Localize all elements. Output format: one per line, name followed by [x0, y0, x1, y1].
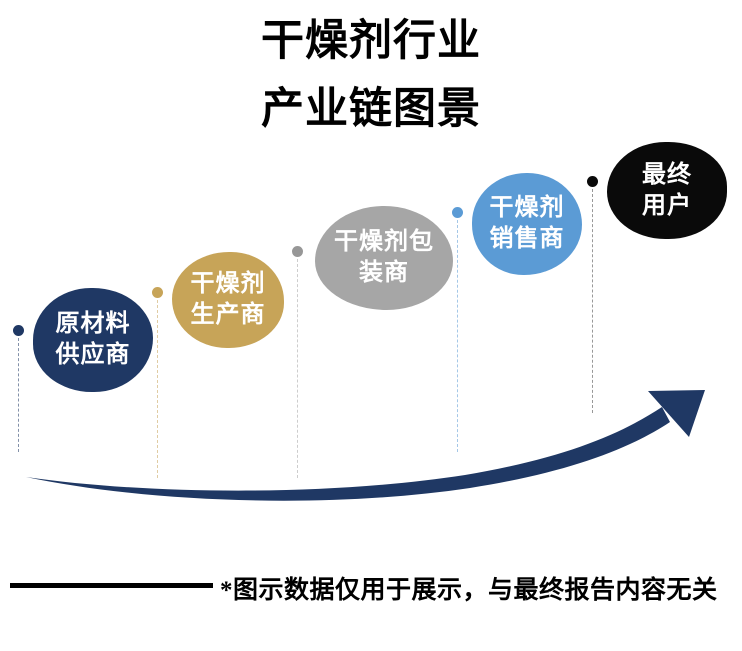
- stem-line-desiccant-packager: [297, 259, 298, 478]
- bubble-label-line: 最终: [642, 161, 692, 188]
- growth-arrow-swoosh: [26, 407, 670, 501]
- bubble-label-line: 生产商: [190, 302, 266, 328]
- marker-dot-end-user: [587, 176, 598, 187]
- bubble-label-line: 供应商: [55, 342, 131, 368]
- chain-bubble-end-user: 最终 用户: [607, 142, 727, 239]
- bubble-label-line: 装商: [359, 260, 409, 286]
- marker-dot-desiccant-packager: [292, 246, 303, 257]
- stem-line-end-user: [592, 189, 593, 413]
- footer-divider-line: [10, 583, 213, 588]
- chain-bubble-desiccant-manufacturer: 干燥剂 生产商: [172, 252, 284, 348]
- bubble-label-line: 干燥剂包: [334, 229, 434, 256]
- marker-dot-desiccant-seller: [452, 207, 463, 218]
- marker-dot-desiccant-manufacturer: [152, 287, 163, 298]
- bubble-label-line: 销售商: [489, 226, 565, 252]
- chain-bubble-desiccant-seller: 干燥剂 销售商: [472, 173, 582, 275]
- bubble-label-line: 干燥剂: [489, 195, 565, 222]
- title-line-1: 干燥剂行业: [261, 18, 481, 65]
- page-title: 干燥剂行业 产业链图景: [0, 14, 742, 138]
- footer-disclaimer: *图示数据仅用于展示，与最终报告内容无关: [220, 577, 718, 604]
- stem-line-desiccant-seller: [457, 220, 458, 452]
- stem-line-desiccant-manufacturer: [157, 300, 158, 478]
- marker-dot-raw-material-supplier: [13, 325, 24, 336]
- stem-line-raw-material-supplier: [18, 338, 19, 452]
- chain-bubble-raw-material-supplier: 原材料 供应商: [33, 288, 153, 392]
- bubble-label-line: 原材料: [55, 311, 131, 338]
- title-line-2: 产业链图景: [261, 85, 481, 133]
- chain-bubble-desiccant-packager: 干燥剂包 装商: [315, 206, 453, 310]
- growth-arrow-head: [648, 390, 705, 437]
- bubble-label-line: 用户: [642, 192, 692, 219]
- bubble-label-line: 干燥剂: [190, 271, 266, 298]
